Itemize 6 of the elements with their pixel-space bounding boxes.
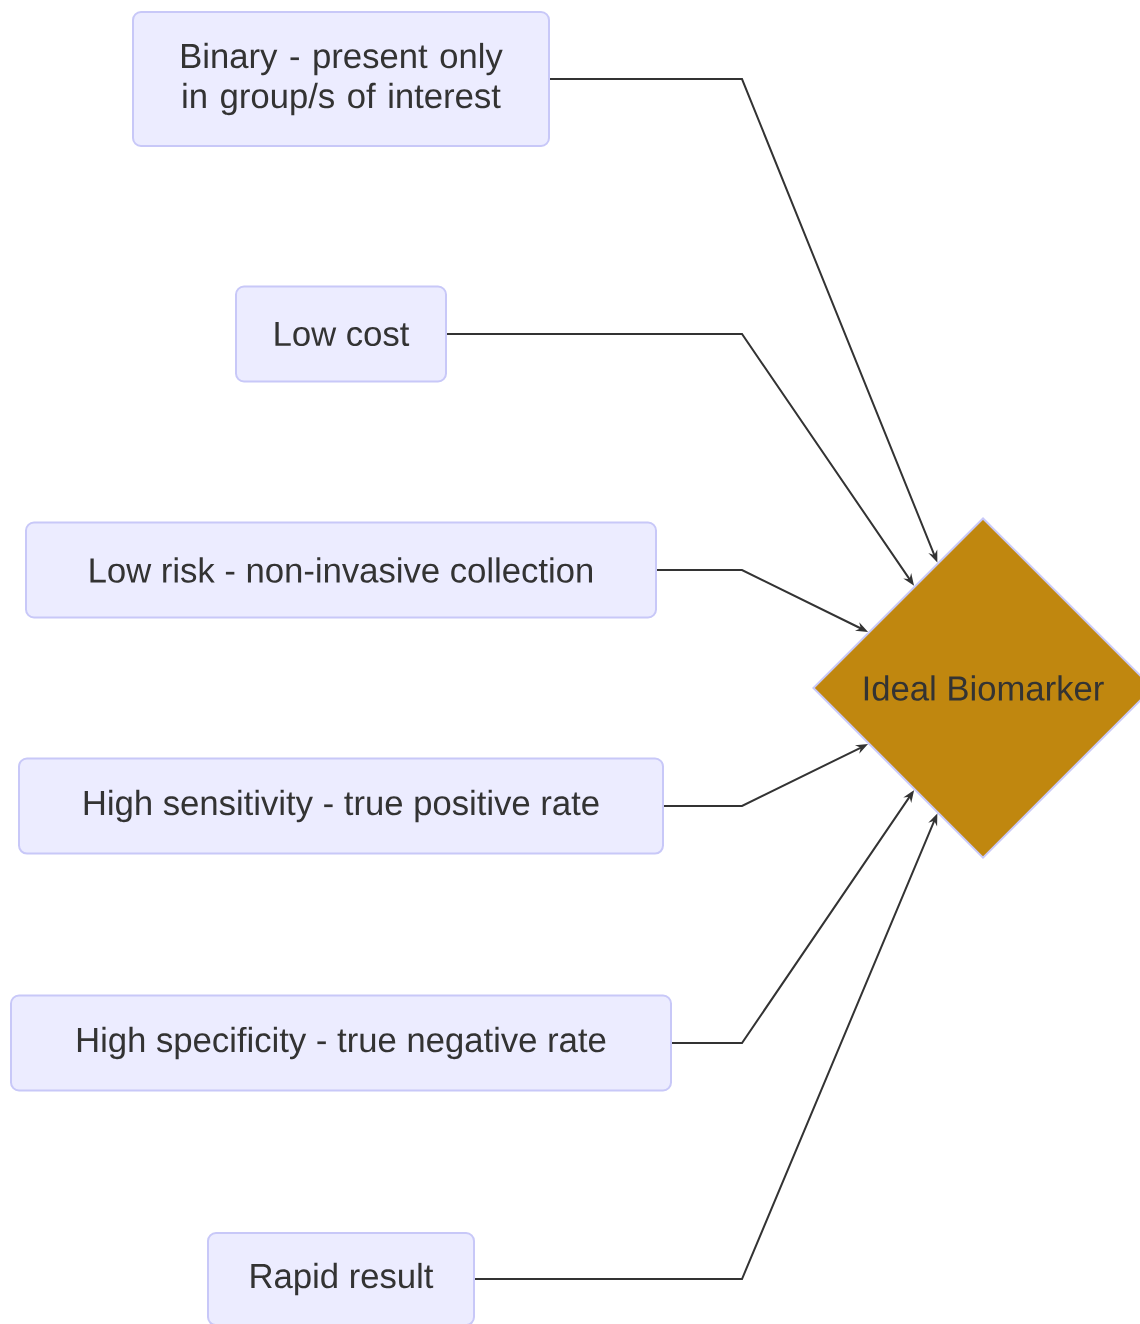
process-box: Low risk - non-invasive collection [25, 521, 657, 619]
process-box: Low cost [235, 285, 447, 383]
process-box: Rapid result [207, 1232, 475, 1324]
process-box: High specificity - true negative rate [10, 994, 672, 1092]
process-box: Binary - present only in group/s of interest [132, 11, 550, 147]
process-box: High sensitivity - true positive rate [18, 757, 664, 855]
